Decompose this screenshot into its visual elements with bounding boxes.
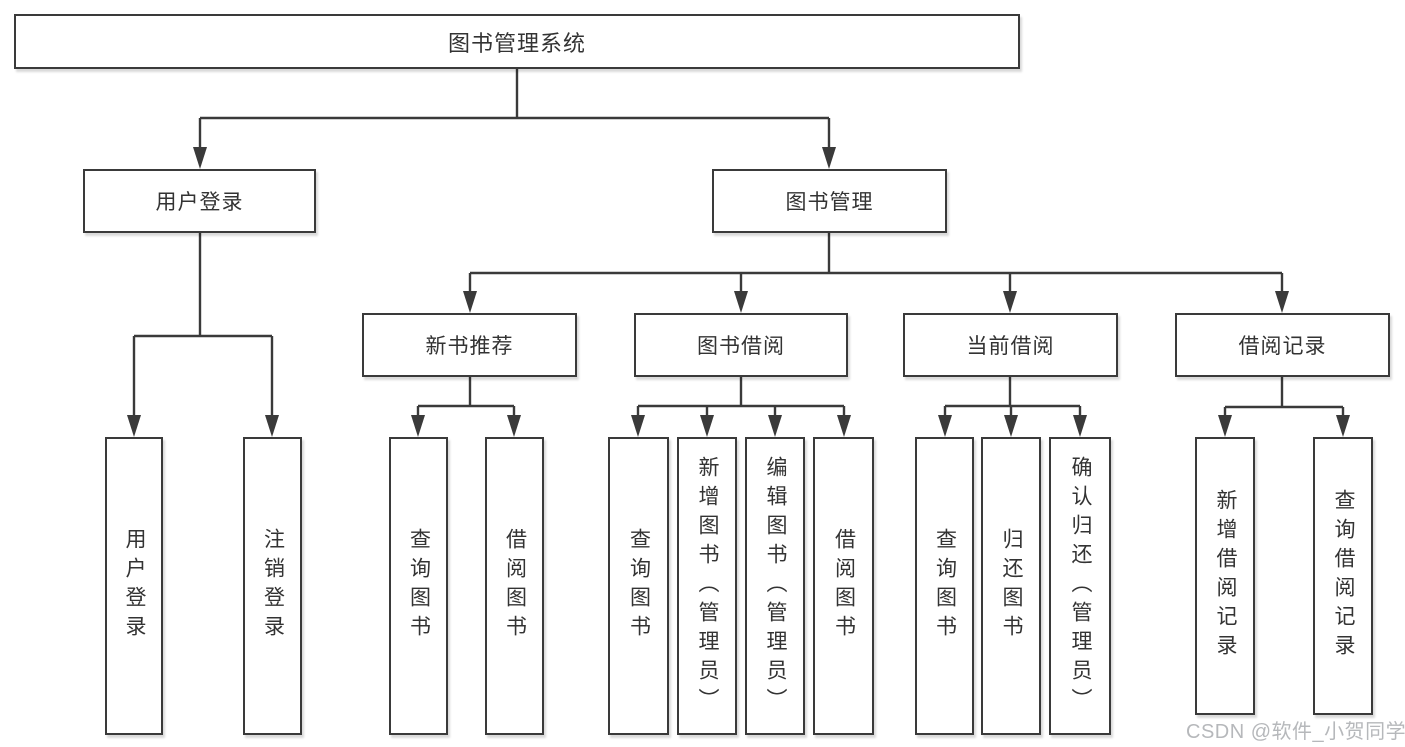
leaf-label: 确认归还（管理员） [1069, 455, 1093, 717]
leaf-label: 注销登录 [261, 528, 285, 644]
csdn-watermark: CSDN @软件_小贺同学 [1186, 721, 1405, 743]
connector-new-book-children [416, 377, 516, 419]
connector-book-borrowing-children [636, 377, 846, 419]
connector-user-login-children [132, 233, 274, 419]
leaf-label: 新增图书（管理员） [696, 455, 720, 717]
node-borrowing-records: 借阅记录 [1175, 313, 1390, 377]
leaf-edit-books-admin: 编辑图书（管理员） [745, 437, 805, 735]
leaf-label: 查询借阅记录 [1332, 489, 1356, 663]
node-library-management-system: 图书管理系统 [14, 14, 1020, 69]
arrowheads [127, 147, 1350, 437]
leaf-query-books-recommend: 查询图书 [389, 437, 448, 735]
leaf-user-login: 用户登录 [105, 437, 163, 735]
connector-book-management-children [468, 233, 1284, 295]
leaf-query-books-borrowing: 查询图书 [608, 437, 669, 735]
node-current-borrowing: 当前借阅 [903, 313, 1118, 377]
leaf-query-borrow-record: 查询借阅记录 [1313, 437, 1373, 715]
connector-current-borrowing-children [943, 377, 1082, 419]
leaf-confirm-return-admin: 确认归还（管理员） [1049, 437, 1111, 735]
leaf-logout: 注销登录 [243, 437, 302, 735]
node-new-book-recommendation: 新书推荐 [362, 313, 577, 377]
node-book-borrowing: 图书借阅 [634, 313, 848, 377]
leaf-label: 编辑图书（管理员） [764, 455, 788, 717]
leaf-label: 借阅图书 [503, 528, 527, 644]
leaf-label: 查询图书 [933, 528, 957, 644]
leaf-borrow-books-borrowing: 借阅图书 [813, 437, 874, 735]
node-book-management: 图书管理 [712, 169, 947, 233]
leaf-borrow-books-recommend: 借阅图书 [485, 437, 544, 735]
leaf-label: 新增借阅记录 [1214, 489, 1238, 663]
leaf-label: 查询图书 [407, 528, 431, 644]
connector-borrowing-records-children [1223, 377, 1345, 419]
leaf-label: 借阅图书 [832, 528, 856, 644]
leaf-label: 用户登录 [123, 528, 147, 644]
leaf-add-borrow-record: 新增借阅记录 [1195, 437, 1255, 715]
node-user-login: 用户登录 [83, 169, 316, 233]
leaf-label: 查询图书 [627, 528, 651, 644]
leaf-add-books-admin: 新增图书（管理员） [677, 437, 737, 735]
leaf-label: 归还图书 [1000, 528, 1024, 644]
connector-root-to-level2 [198, 68, 831, 150]
leaf-return-books: 归还图书 [981, 437, 1041, 735]
leaf-query-books-current: 查询图书 [915, 437, 974, 735]
